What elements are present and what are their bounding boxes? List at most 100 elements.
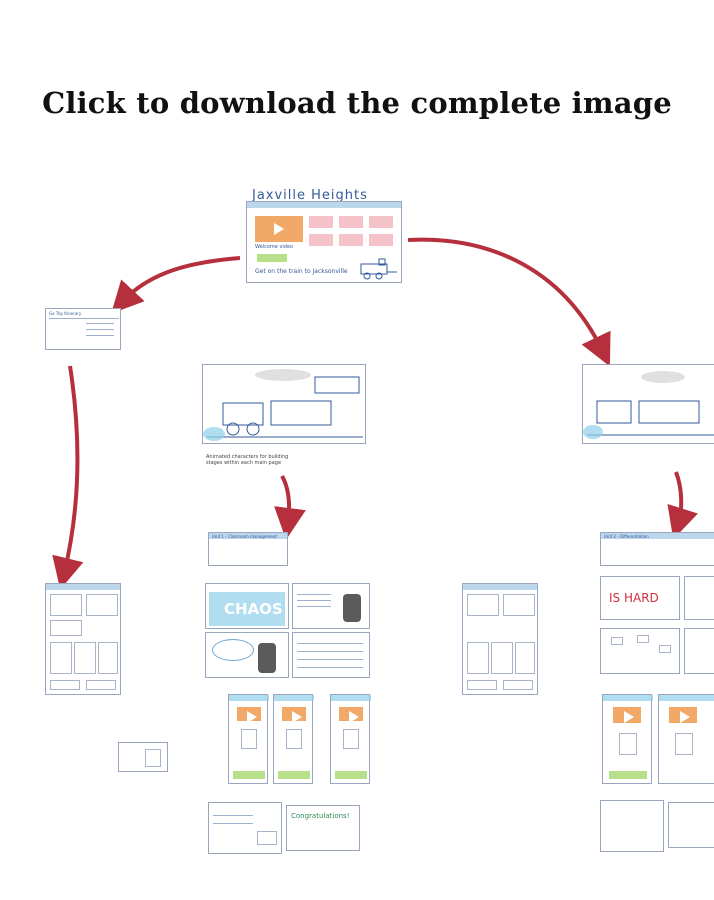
panel: [467, 594, 499, 616]
download-headline[interactable]: Click to download the complete image: [42, 86, 672, 120]
card-device: [675, 733, 693, 755]
page-header: [209, 533, 287, 539]
card-button[interactable]: [233, 771, 265, 779]
panel: [86, 594, 118, 616]
arrow-main-to-right: [407, 237, 611, 367]
left-lower-page[interactable]: [45, 583, 121, 695]
card-header: [603, 695, 653, 701]
card-video[interactable]: [282, 707, 306, 723]
card-device: [241, 729, 257, 749]
card-3[interactable]: [330, 694, 371, 784]
panel: [50, 620, 82, 636]
train-drawing-right: [587, 371, 714, 436]
menu-tile-1[interactable]: [309, 216, 333, 228]
card-button[interactable]: [609, 771, 647, 779]
right-notes-panel[interactable]: [684, 576, 714, 620]
center-train-sketch[interactable]: [202, 364, 366, 444]
menu-tile-2[interactable]: [339, 216, 363, 228]
video-thumbnail[interactable]: [255, 216, 303, 242]
arrow-main-to-left: [111, 256, 241, 314]
right-unit-page[interactable]: Unit 2 - Differentiation: [600, 532, 714, 566]
congrats-label: Congratulations!: [291, 812, 350, 820]
right-lower-page[interactable]: [462, 583, 538, 695]
menu-tile-4[interactable]: [309, 234, 333, 246]
panel: [145, 749, 161, 767]
menu-tile-6[interactable]: [369, 234, 393, 246]
card-header: [331, 695, 371, 701]
water-splash: [203, 427, 225, 441]
panel: [50, 680, 80, 690]
character-figure: [343, 594, 361, 622]
panel: [257, 831, 277, 845]
divider: [297, 659, 363, 660]
start-button[interactable]: [257, 254, 287, 262]
page-header: [46, 584, 120, 590]
lesson-notes-panel[interactable]: [292, 632, 370, 678]
divider: [86, 329, 114, 330]
card-button[interactable]: [278, 771, 310, 779]
panel: [74, 642, 96, 674]
design-panel[interactable]: [208, 802, 282, 854]
unit-header: Unit 1 - Classroom management: [212, 534, 277, 539]
panel: [515, 642, 535, 674]
panel: [503, 680, 533, 690]
water-splash-right: [583, 425, 603, 439]
menu-tile-5[interactable]: [339, 234, 363, 246]
hard-panel[interactable]: IS HARD: [600, 576, 680, 620]
right-design-panel[interactable]: [600, 800, 664, 852]
left-itinerary-sketch[interactable]: Go Trip Itinerary: [45, 308, 121, 350]
right-train-sketch[interactable]: [582, 364, 714, 444]
divider: [49, 318, 119, 319]
right-card-2[interactable]: [658, 694, 714, 784]
card-button[interactable]: [335, 771, 367, 779]
card-1[interactable]: [228, 694, 269, 784]
unit-header-right: Unit 2 - Differentiation: [604, 534, 649, 539]
card-video[interactable]: [613, 707, 641, 724]
page-header: [601, 533, 714, 539]
divider: [86, 323, 114, 324]
right-diagram-panel[interactable]: [600, 628, 680, 674]
card-2[interactable]: [273, 694, 314, 784]
social-panel[interactable]: [292, 583, 370, 629]
main-sketch-title: Jaxville Heights: [252, 188, 368, 203]
center-unit-page[interactable]: Unit 1 - Classroom management: [208, 532, 288, 566]
hard-label: IS HARD: [609, 591, 659, 605]
right-congrats-panel[interactable]: [668, 802, 714, 848]
panel: [491, 642, 513, 674]
divider: [297, 643, 363, 644]
panel: [467, 642, 489, 674]
chaos-panel[interactable]: CHAOS: [205, 583, 289, 629]
panel: [611, 637, 623, 645]
speech-bubble: [212, 639, 254, 661]
speech-panel[interactable]: [205, 632, 289, 678]
main-sketch-titlebar: [247, 202, 401, 208]
card-header: [659, 695, 714, 701]
right-card-1[interactable]: [602, 694, 653, 784]
divider: [297, 606, 331, 607]
character-figure: [258, 643, 276, 673]
page-header: [463, 584, 537, 590]
train-icon: [360, 258, 397, 280]
chaos-label: CHAOS: [224, 600, 283, 618]
main-sketch-window[interactable]: Welcome video Get on the train to Jackso…: [246, 201, 402, 283]
divider: [297, 600, 331, 601]
card-device: [619, 733, 637, 755]
card-video[interactable]: [237, 707, 261, 723]
panel: [467, 680, 497, 690]
card-header: [274, 695, 314, 701]
card-video[interactable]: [669, 707, 697, 724]
menu-tile-3[interactable]: [369, 216, 393, 228]
small-side-sketch[interactable]: [118, 742, 168, 772]
panel: [503, 594, 535, 616]
panel: [50, 642, 72, 674]
right-detail-panel[interactable]: [684, 628, 714, 674]
card-video[interactable]: [339, 707, 363, 723]
main-sketch-footer: Get on the train to Jacksonville: [255, 268, 348, 275]
left-itinerary-title: Go Trip Itinerary: [49, 311, 82, 316]
congrats-panel[interactable]: Congratulations!: [286, 805, 360, 851]
card-device: [343, 729, 359, 749]
arrow-center-down: [274, 475, 306, 540]
divider: [297, 651, 363, 652]
card-device: [286, 729, 302, 749]
